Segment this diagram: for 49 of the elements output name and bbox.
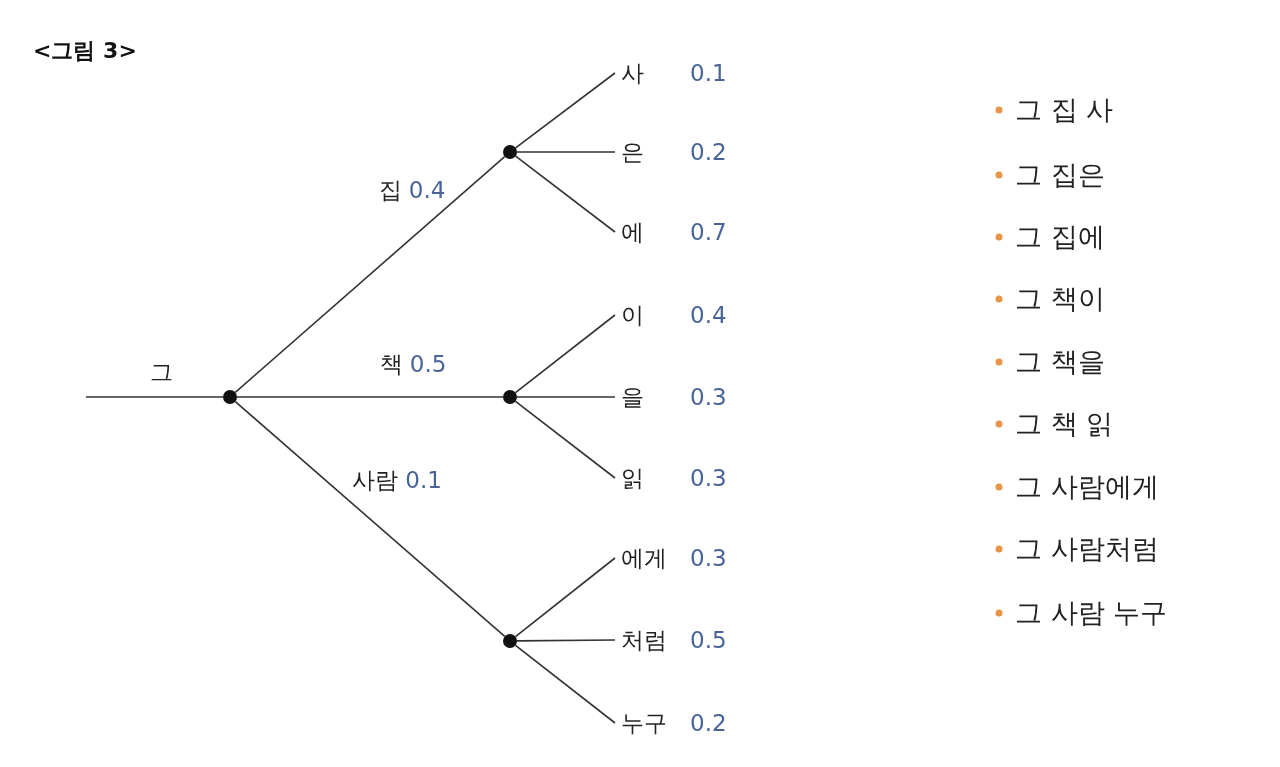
figure-title: <그림 3>: [33, 38, 137, 64]
junction-dot: [503, 634, 517, 648]
list-item-text: 그 책이: [1015, 283, 1105, 315]
edge-label: 책 0.5: [379, 350, 447, 378]
probability-value: 0.2: [690, 138, 727, 166]
probability-value: 0.5: [690, 626, 727, 654]
connector-line: [514, 644, 616, 724]
connector-line: [516, 151, 616, 153]
connector-line: [516, 639, 616, 642]
list-item-text: 그 집 사: [1015, 94, 1114, 126]
word-label: 사: [621, 59, 644, 87]
word-label: 은: [621, 138, 644, 166]
connector-line: [514, 314, 616, 394]
connector-line: [85, 396, 224, 398]
junction-dot: [223, 390, 237, 404]
word-label: 처럼: [621, 626, 667, 654]
connector-line: [514, 72, 616, 149]
word-label: 에게: [621, 544, 667, 572]
connector-line: [234, 155, 506, 394]
list-item-text: 그 사람 누구: [1015, 597, 1168, 629]
connector-line: [514, 155, 616, 233]
word-label: 을: [621, 383, 644, 411]
edge-label: 그: [149, 358, 173, 386]
list-item-text: 그 책 읽: [1015, 408, 1114, 440]
list-item-text: 그 집은: [1015, 159, 1105, 191]
probability-value: 0.4: [690, 301, 727, 329]
edge-label: 집 0.4: [378, 176, 446, 204]
connector-line: [516, 396, 616, 398]
junction-dot: [503, 145, 517, 159]
word-label: 읽: [621, 464, 644, 492]
probability-value: 0.3: [690, 544, 727, 572]
probability-value: 0.1: [690, 59, 727, 87]
junction-dot: [503, 390, 517, 404]
probability-value: 0.7: [690, 218, 727, 246]
probability-value: 0.2: [690, 709, 727, 737]
connector-line: [514, 400, 616, 479]
word-label: 누구: [621, 709, 667, 737]
connector-line: [514, 557, 616, 638]
edge-label: 사람 0.1: [352, 466, 442, 494]
connector-line: [236, 396, 504, 398]
list-item-text: 그 사람에게: [1015, 471, 1159, 503]
word-label: 이: [621, 301, 644, 329]
list-item-text: 그 책을: [1015, 346, 1105, 378]
list-item-text: 그 사람처럼: [1015, 533, 1159, 565]
probability-value: 0.3: [690, 464, 727, 492]
list-item-text: 그 집에: [1015, 221, 1105, 253]
probability-value: 0.3: [690, 383, 727, 411]
connector-line: [234, 400, 506, 638]
word-label: 에: [621, 218, 644, 246]
